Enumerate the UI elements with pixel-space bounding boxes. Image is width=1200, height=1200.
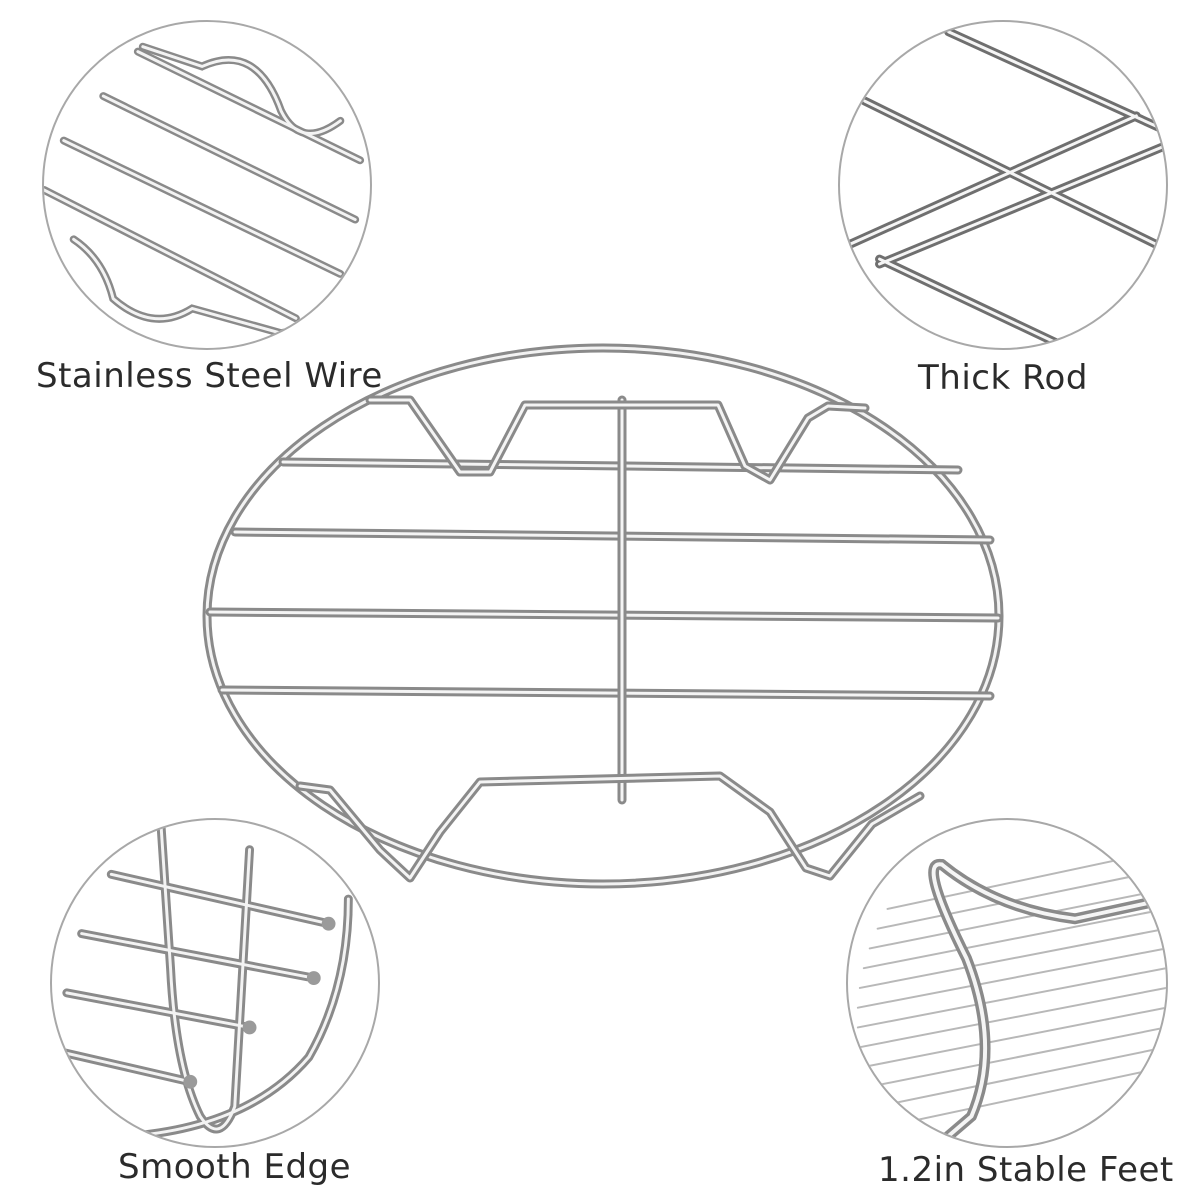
stainless-steel-wire-closeup [42, 20, 372, 350]
stable-feet-closeup [846, 818, 1168, 1148]
stainless-steel-wire-label: Stainless Steel Wire [36, 356, 383, 396]
smooth-edge-closeup [50, 818, 380, 1148]
smooth-edge-label: Smooth Edge [118, 1147, 352, 1187]
rod-closeup-icon [845, 27, 1166, 348]
wire-closeup-icon [44, 42, 370, 338]
thick-rod-closeup [838, 20, 1168, 350]
thick-rod-label: Thick Rod [918, 358, 1088, 398]
edge-closeup-icon [57, 820, 353, 1141]
feet-closeup-icon [856, 848, 1166, 1146]
stable-feet-label: 1.2in Stable Feet [878, 1150, 1174, 1190]
